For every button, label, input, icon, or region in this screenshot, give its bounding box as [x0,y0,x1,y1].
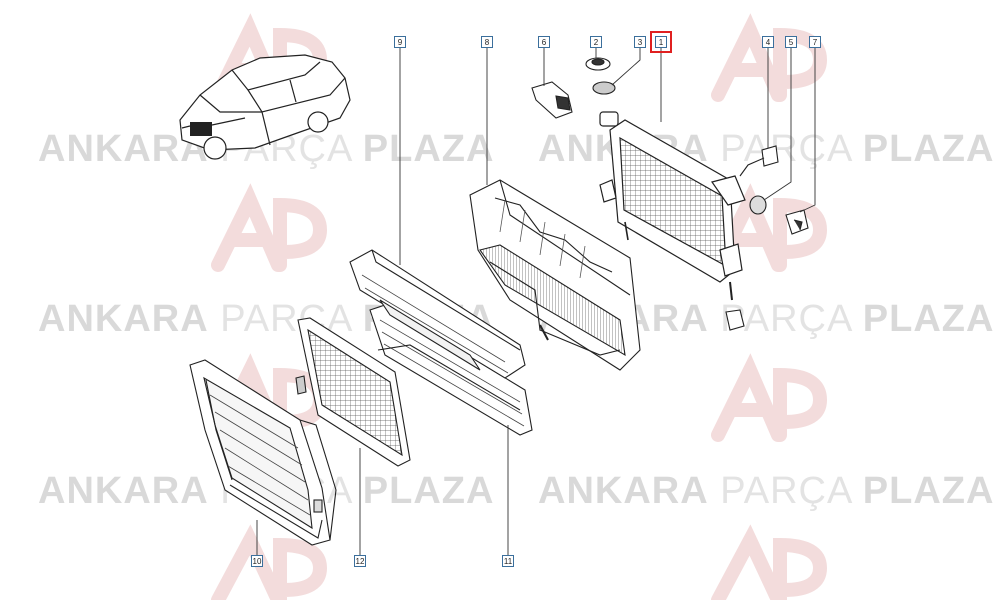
part-7-clip [785,209,809,235]
part-5-bush [749,195,767,215]
callout-12[interactable]: 12 [354,555,366,567]
leader-lines [256,48,816,555]
callout-2[interactable]: 2 [590,36,602,48]
callout-11[interactable]: 11 [502,555,514,567]
part-11-louvre [369,304,533,436]
part-9-louvre [349,249,526,379]
part-2-cap [585,57,611,71]
callout-10[interactable]: 10 [251,555,263,567]
part-1-radiator [599,111,746,301]
car-grille [190,122,212,136]
callout-3[interactable]: 3 [634,36,646,48]
callout-4[interactable]: 4 [762,36,774,48]
callout-1-highlighted[interactable]: 1 [650,31,672,53]
part-3-seal [592,81,616,95]
callout-9[interactable]: 9 [394,36,406,48]
part-10-frame [189,359,337,546]
part-6-bracket [531,81,573,119]
part-12-grille [295,317,411,467]
drain-plug [725,309,745,331]
watermark-text: ANKARA PARÇA PLAZA [538,470,995,512]
callout-8[interactable]: 8 [481,36,493,48]
callout-7[interactable]: 7 [809,36,821,48]
part-8-shroud [469,179,641,371]
car-illustration [179,54,351,160]
callout-5[interactable]: 5 [785,36,797,48]
part-4-plug [739,145,779,177]
callout-6[interactable]: 6 [538,36,550,48]
